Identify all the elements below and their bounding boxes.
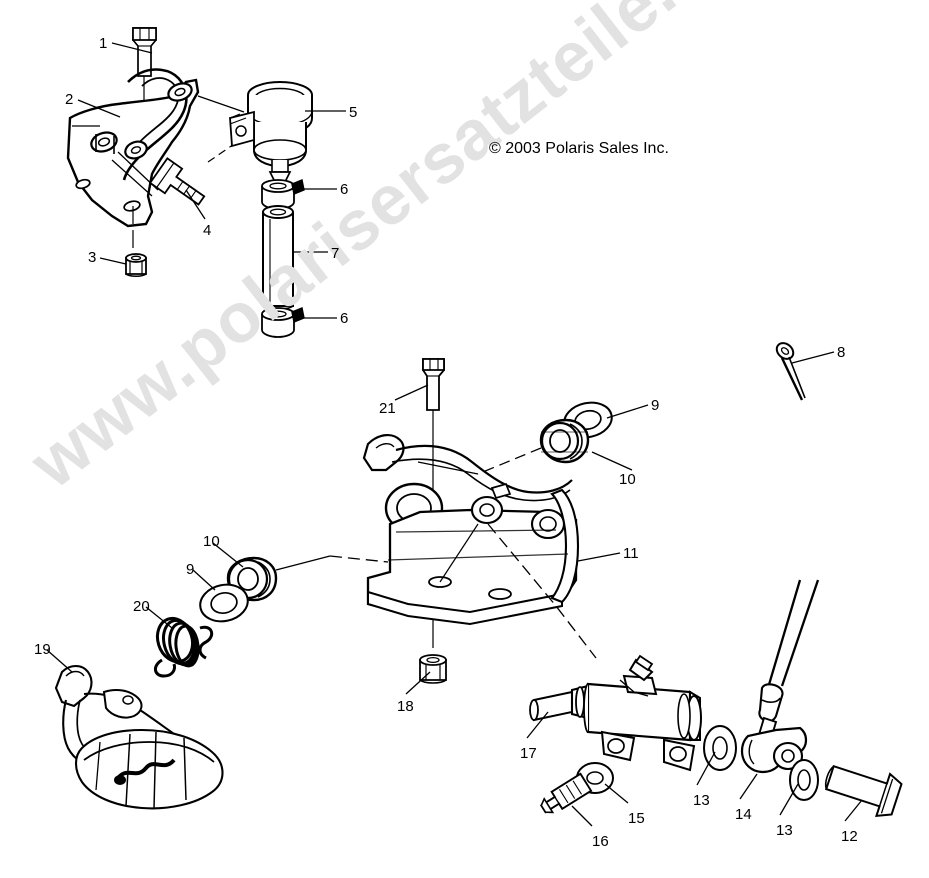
callout-label-10-upper[interactable]: 10 <box>619 471 636 488</box>
push-rod <box>756 579 820 744</box>
callout-label-4[interactable]: 4 <box>203 222 212 239</box>
part-17-master-cylinder <box>529 654 702 772</box>
callout-label-7[interactable]: 7 <box>331 245 340 262</box>
copyright-notice: © 2003 Polaris Sales Inc. <box>489 140 669 157</box>
part-7-reservoir-hose <box>262 205 294 310</box>
callout-label-9-lower[interactable]: 9 <box>186 561 195 578</box>
callout-label-19[interactable]: 19 <box>34 641 51 658</box>
callout-label-18[interactable]: 18 <box>397 698 414 715</box>
part-8-cotter-pin <box>775 342 806 401</box>
part-12-clevis-bolt <box>824 764 903 818</box>
callout-label-13-outer[interactable]: 13 <box>776 822 793 839</box>
callout-label-3[interactable]: 3 <box>88 249 97 266</box>
part-6-hose-clamp-lower <box>261 307 305 338</box>
callout-label-9-upper[interactable]: 9 <box>651 397 660 414</box>
callout-label-11[interactable]: 11 <box>623 545 639 562</box>
callout-label-16[interactable]: 16 <box>592 833 609 850</box>
callout-label-13-inner[interactable]: 13 <box>693 792 710 809</box>
callout-label-20[interactable]: 20 <box>133 598 150 615</box>
callout-label-1[interactable]: 1 <box>99 35 108 52</box>
callout-label-6-lower[interactable]: 6 <box>340 310 349 327</box>
callout-label-17[interactable]: 17 <box>520 745 537 762</box>
part-10-bushing-upper <box>417 418 590 475</box>
part-3-lock-nut <box>125 253 147 277</box>
part-19-brake-pedal <box>54 664 224 810</box>
callout-label-14[interactable]: 14 <box>735 806 752 823</box>
callout-label-6-upper[interactable]: 6 <box>340 181 349 198</box>
callout-label-8[interactable]: 8 <box>837 344 846 361</box>
part-5-fluid-reservoir <box>229 81 313 196</box>
callout-label-21[interactable]: 21 <box>379 400 396 417</box>
callout-leader-lines <box>46 42 863 827</box>
part-9-washer-lower <box>199 583 249 623</box>
part-16-banjo-bolt <box>539 772 593 814</box>
callout-label-10-lower[interactable]: 10 <box>203 533 220 550</box>
part-2-brake-pedal-bracket <box>66 68 200 252</box>
part-6-hose-clamp-upper <box>261 179 305 210</box>
callout-label-5[interactable]: 5 <box>349 104 358 121</box>
part-4-hex-flange-bolt <box>148 157 206 206</box>
part-18-flange-nut <box>419 654 447 684</box>
part-1-flange-bolt <box>132 27 157 148</box>
callout-label-15[interactable]: 15 <box>628 810 645 827</box>
part-13-flat-washer-outer <box>789 759 819 801</box>
part-11-pedal-mount-bracket <box>329 434 597 659</box>
part-14-clevis-rod-end <box>740 726 808 774</box>
part-20-return-spring <box>154 616 214 678</box>
callout-label-2[interactable]: 2 <box>65 91 74 108</box>
callout-label-12[interactable]: 12 <box>841 828 858 845</box>
part-10-bushing-lower <box>226 555 331 602</box>
part-13-flat-washer-inner <box>703 725 737 771</box>
